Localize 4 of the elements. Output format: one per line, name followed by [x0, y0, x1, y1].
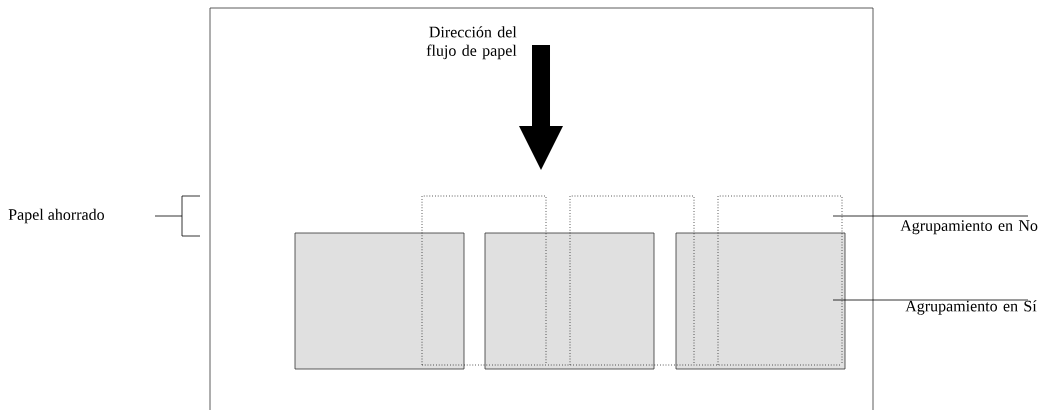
label-text: Dirección del flujo de papel: [426, 26, 517, 60]
label-text: Papel ahorrado: [8, 208, 104, 224]
label-text: Agrupamiento en Sí: [905, 300, 1037, 315]
label-text: Agrupamiento en No: [900, 220, 1038, 235]
